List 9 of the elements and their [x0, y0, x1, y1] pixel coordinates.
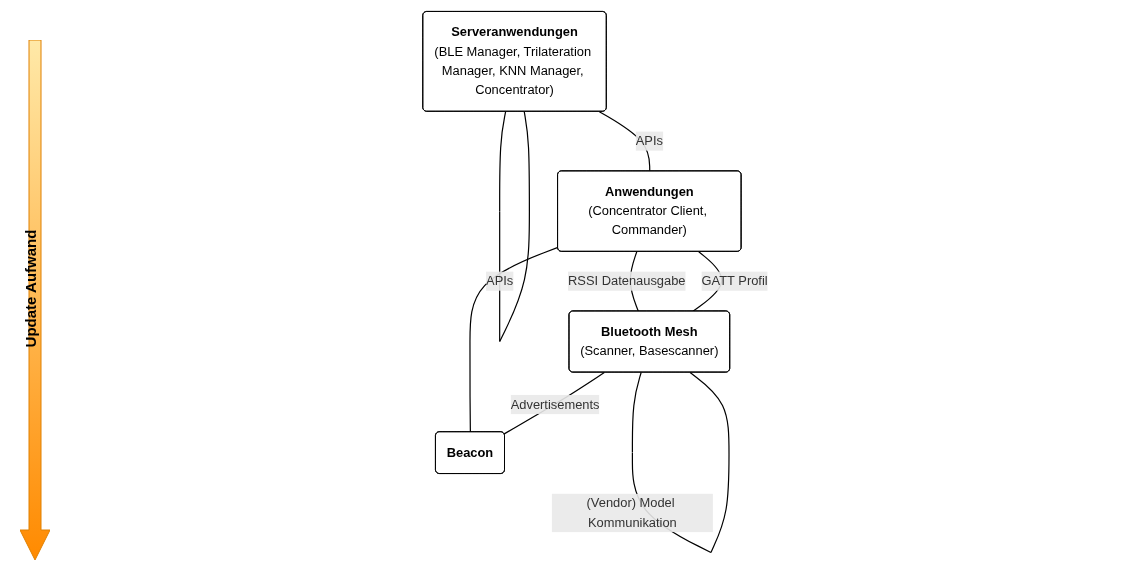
- axis-label: Update Aufwand: [21, 228, 39, 350]
- edge-label: RSSI Datenausgabe: [567, 273, 686, 288]
- edge-label: GATT Profil: [701, 273, 768, 288]
- edge-label: APIs: [635, 133, 663, 148]
- edge-label: (Vendor) Model Kommunikation: [586, 496, 677, 530]
- edge-label: APIs: [485, 273, 514, 288]
- connector: [503, 371, 605, 435]
- connector: [469, 246, 559, 433]
- edge-label: Advertisements: [510, 397, 600, 411]
